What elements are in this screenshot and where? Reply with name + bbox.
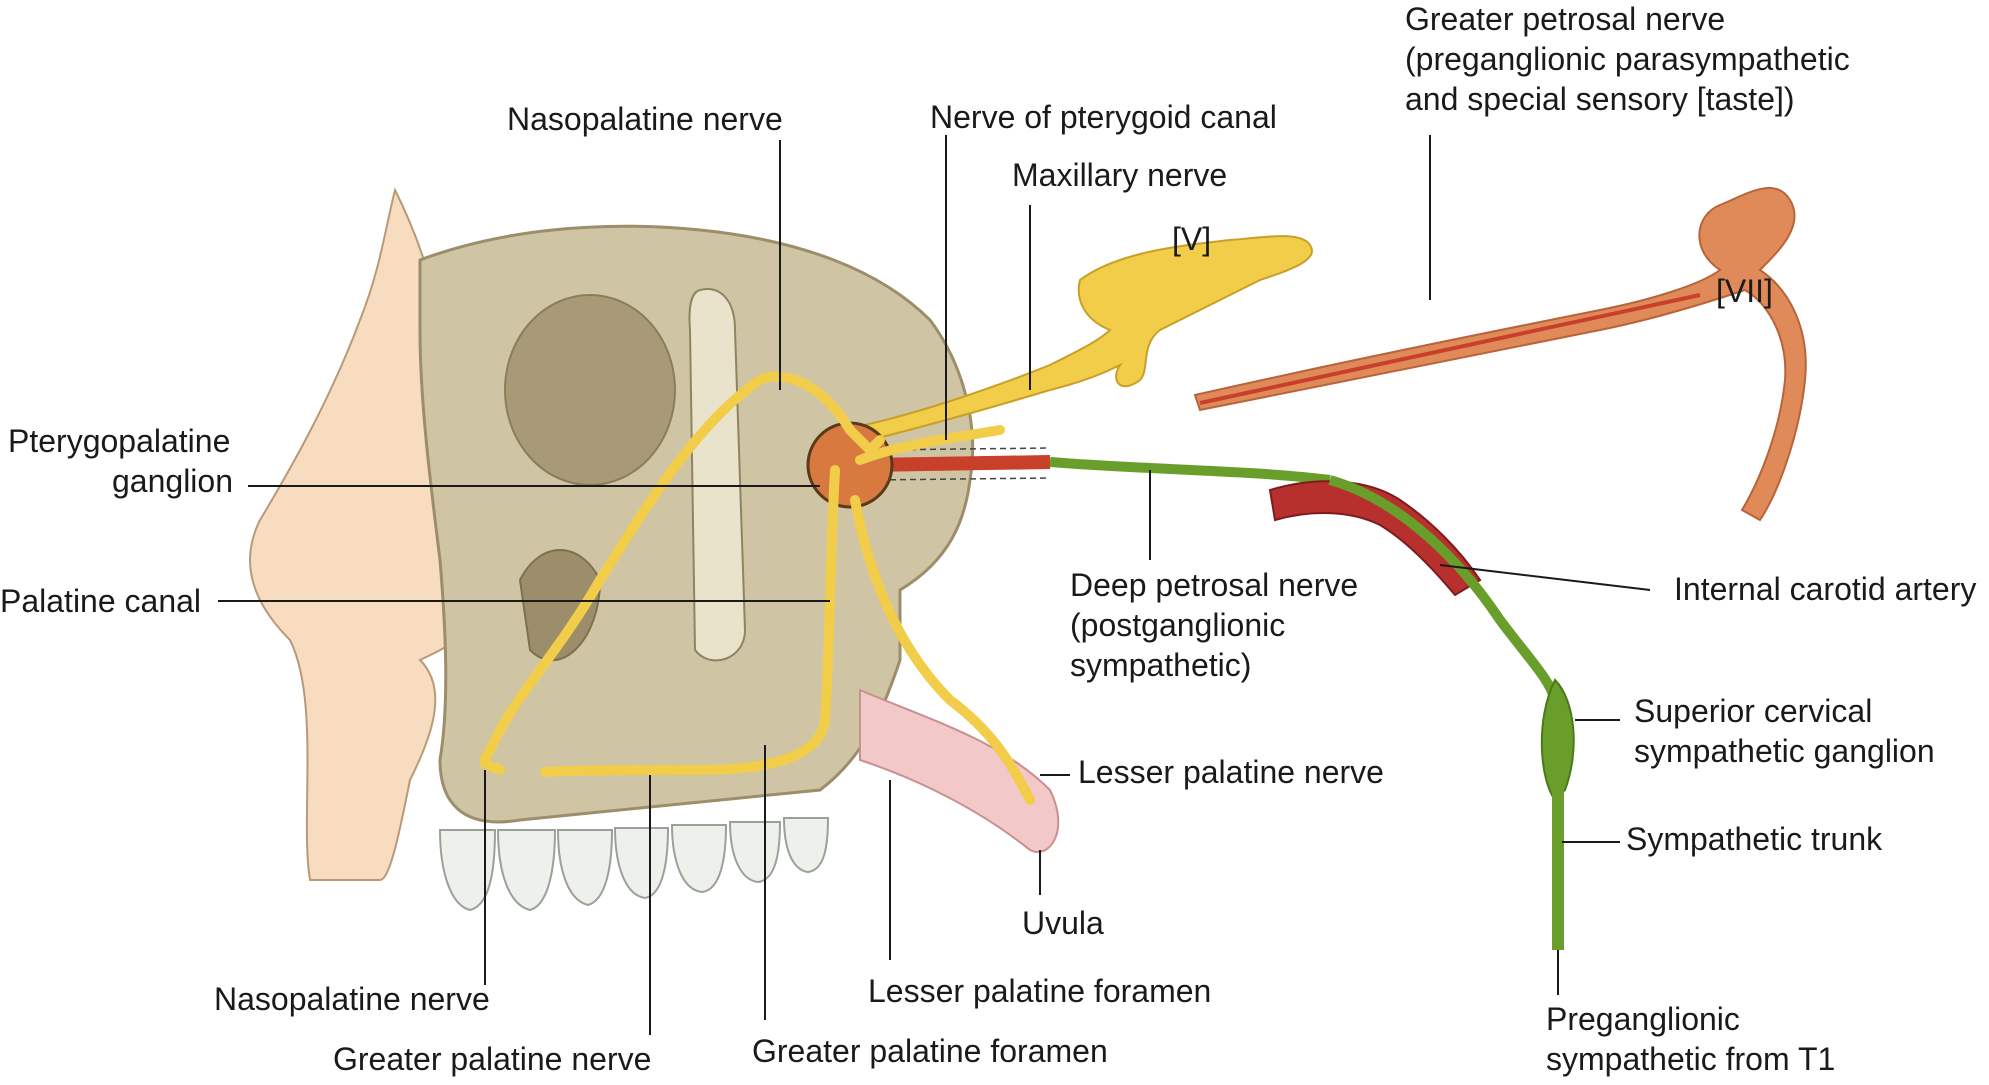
label-uvula: Uvula [1022,905,1104,941]
label-lesser-palatine-foramen: Lesser palatine foramen [868,973,1211,1009]
label-greater-petrosal-3: and special sensory [taste]) [1405,81,1795,117]
label-facial: [VII] [1716,273,1773,309]
label-nasopalatine-top: Nasopalatine nerve [507,101,783,137]
orbit [504,294,676,486]
label-trigeminal: [V] [1172,221,1211,257]
deep-petrosal-nerve [1049,457,1331,485]
palatine-nerve-branches [479,371,1035,805]
facial-nerve [1193,187,1807,522]
label-deep-petrosal-2: (postganglionic [1070,607,1285,643]
label-superior-cervical-1: Superior cervical [1634,693,1872,729]
trigeminal-ganglion [863,235,1313,442]
label-lesser-palatine-nerve: Lesser palatine nerve [1078,754,1384,790]
label-greater-petrosal-2: (preganglionic parasympathetic [1405,41,1850,77]
leader-lines [218,135,1651,1035]
superior-cervical-ganglion [1540,678,1575,802]
label-maxillary: Maxillary nerve [1012,157,1227,193]
label-sympathetic-trunk: Sympathetic trunk [1626,821,1883,857]
label-greater-palatine-nerve: Greater palatine nerve [333,1041,651,1077]
label-pterygoid-canal: Nerve of pterygoid canal [930,99,1277,135]
label-pterygopalatine-2: ganglion [112,463,233,499]
pterygoid-canal-nerve [869,455,1051,472]
label-greater-petrosal-1: Greater petrosal nerve [1405,1,1725,37]
label-deep-petrosal-3: sympathetic) [1070,647,1251,683]
sympathetic-trunk-lower [1552,790,1564,950]
label-deep-petrosal-1: Deep petrosal nerve [1070,567,1358,603]
label-pterygopalatine-1: Pterygopalatine [8,423,230,459]
label-preganglionic-1: Preganglionic [1546,1001,1740,1037]
sympathetic-trunk [1328,475,1560,702]
spongy-bone [688,288,747,662]
soft-palate [859,688,1060,853]
greater-petrosal-red-stripe [1199,293,1701,405]
label-internal-carotid: Internal carotid artery [1674,571,1976,607]
teeth [438,817,830,912]
label-greater-palatine-foramen: Greater palatine foramen [752,1033,1108,1069]
label-nasopalatine-bottom: Nasopalatine nerve [214,981,490,1017]
label-superior-cervical-2: sympathetic ganglion [1634,733,1935,769]
label-preganglionic-2: sympathetic from T1 [1546,1041,1835,1077]
label-palatine-canal: Palatine canal [0,583,201,619]
internal-carotid-artery [1268,480,1482,597]
